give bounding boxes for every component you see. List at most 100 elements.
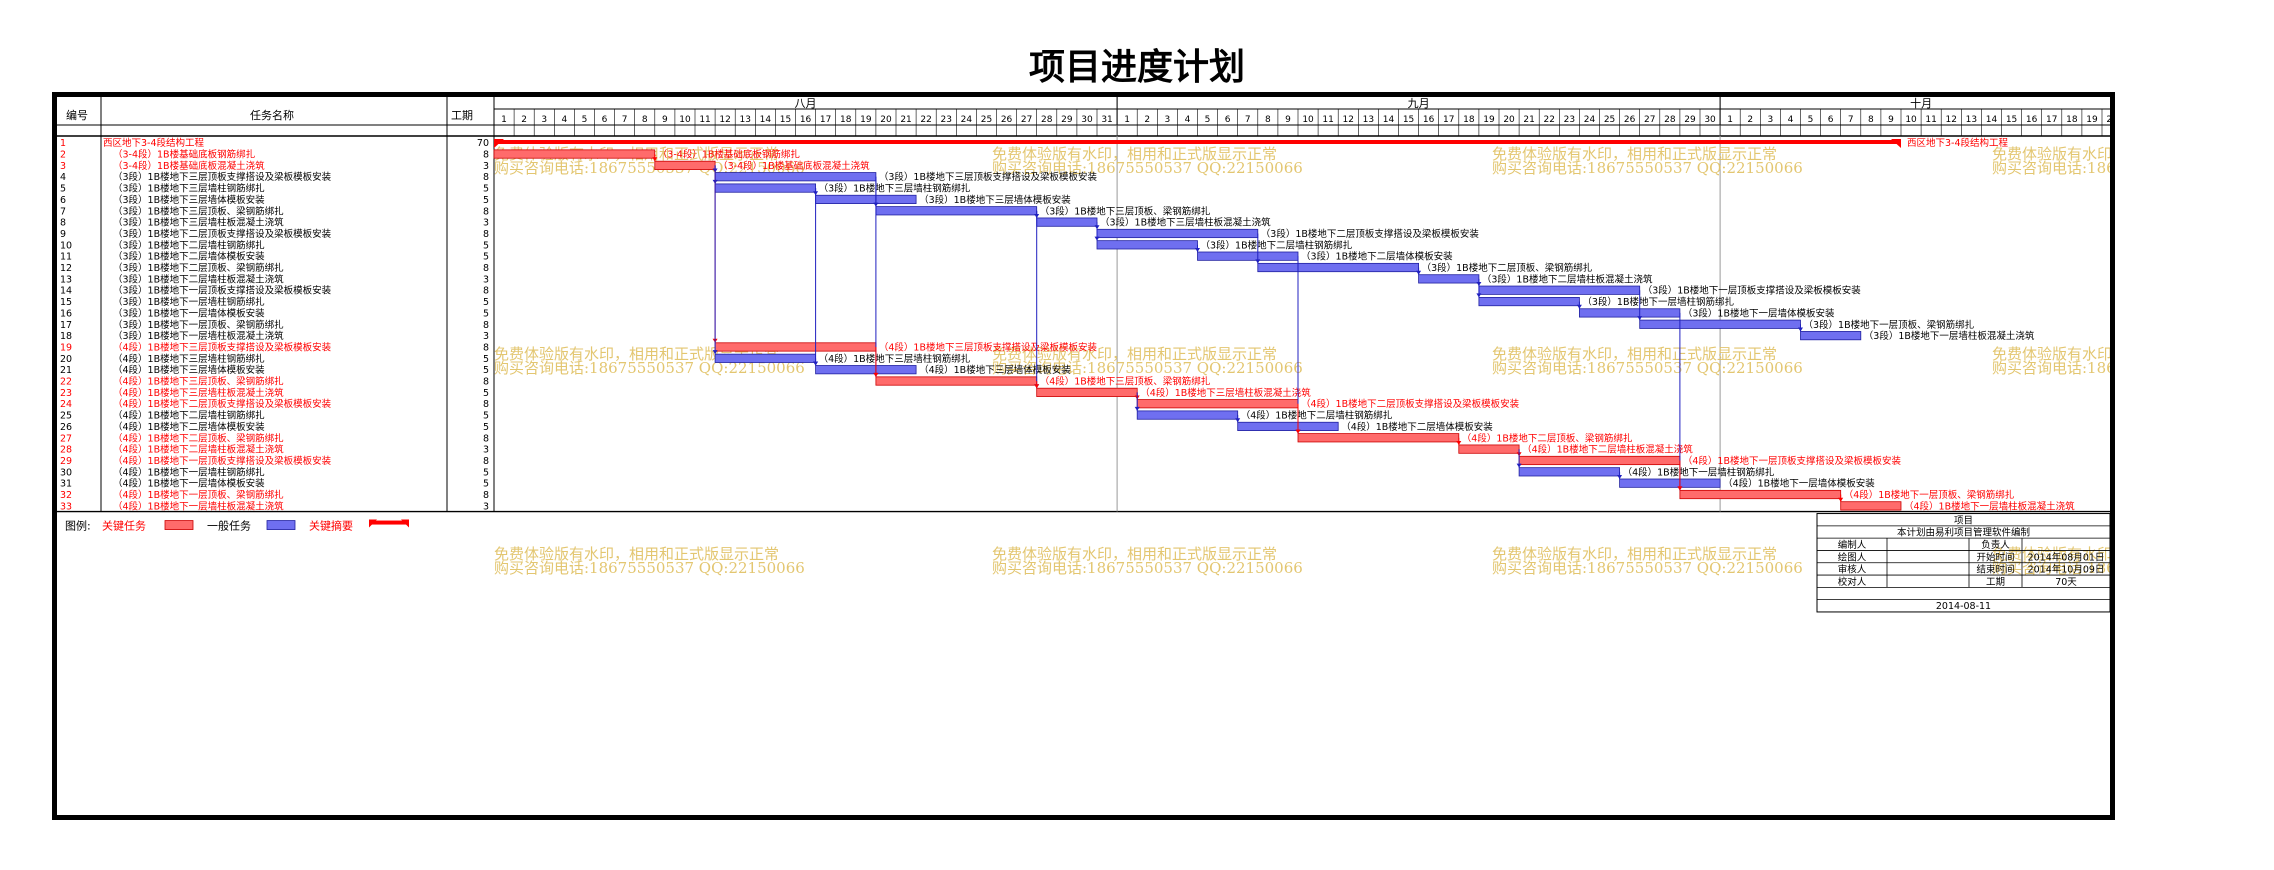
watermark-line: 购买咨询电话:18675550537 QQ:22150066 [992,159,1303,177]
watermark-line: 免费体验版有水印，相用和正式版显示正常 [1992,545,2110,563]
day-label: 13 [1363,115,1374,125]
task-name: （3段）1B楼地下三层墙体模板安装 [113,194,265,206]
watermark-line: 购买咨询电话:18675550537 QQ:22150066 [992,559,1303,577]
dependency-arrow [1295,429,1301,434]
day-label: 16 [800,115,812,125]
task-number: 32 [60,490,72,501]
critical-task-bar[interactable] [875,376,1038,386]
critical-task-bar[interactable] [1458,444,1520,454]
task-duration: 5 [483,467,489,478]
summary-bar[interactable] [494,140,1901,144]
normal-task-bar[interactable] [1478,285,1641,295]
task-number: 18 [60,331,72,342]
summary-end-marker [1891,139,1901,148]
critical-task-bar[interactable] [1036,387,1138,397]
normal-task-bar[interactable] [714,183,816,193]
normal-task-bar[interactable] [1418,274,1480,284]
normal-task-bar[interactable] [1096,228,1259,239]
task-duration: 8 [483,320,489,331]
task-name: （4段）1B楼地下一层顶板支撑搭设及梁板模板安装 [113,455,332,467]
critical-task-bar[interactable] [1518,455,1681,466]
day-label: 17 [2046,115,2057,125]
day-label: 4 [561,115,567,125]
normal-task-bar[interactable] [815,194,917,205]
day-label: 12 [1343,115,1354,125]
day-label: 25 [981,115,992,125]
day-label: 6 [1828,115,1834,125]
normal-task-bar[interactable] [1036,217,1098,227]
normal-task-bar[interactable] [714,353,816,363]
critical-task-bar[interactable] [714,342,877,352]
normal-task-bar[interactable] [1136,410,1239,420]
task-duration: 8 [483,150,489,161]
task-bar-label: （3段）1B楼地下二层墙柱钢筋绑扎 [1201,239,1353,251]
normal-task-bar[interactable] [1800,331,1862,341]
task-name: （3段）1B楼地下二层顶板、梁钢筋绑扎 [113,262,284,274]
task-bar-label: （3段）1B楼地下三层墙体模板安装 [919,194,1071,206]
critical-task-bar[interactable] [1297,433,1460,443]
normal-task-bar[interactable] [1478,296,1580,307]
task-duration: 5 [483,184,489,195]
normal-task-bar[interactable] [1579,308,1681,318]
watermark-line: 购买咨询电话:18675550537 QQ:22150066 [1992,359,2110,377]
day-label: 22 [1544,115,1555,125]
normal-task-bar[interactable] [875,206,1038,216]
normal-task-bar[interactable] [815,365,917,375]
task-name: （3-4段）1B楼基础底板钢筋绑扎 [113,149,256,161]
normal-task-bar[interactable] [1257,262,1420,273]
dependency-arrow [1637,316,1643,321]
normal-task-bar[interactable] [1197,251,1299,261]
task-bar-label: （4段）1B楼地下二层墙体模板安装 [1341,421,1493,433]
critical-task-bar[interactable] [493,149,656,159]
normal-task-bar[interactable] [1237,421,1339,432]
watermark-line: 免费体验版有水印，相用和正式版显示正常 [494,345,779,363]
normal-task-bar[interactable] [1096,240,1198,250]
critical-task-bar[interactable] [1679,489,1842,500]
task-duration: 8 [483,263,489,274]
normal-task-bar[interactable] [1518,467,1620,477]
day-label: 15 [1403,115,1414,125]
day-label: 29 [1061,115,1073,125]
dependency-arrow [873,372,879,377]
day-label: 7 [622,115,628,125]
watermark-line: 购买咨询电话:18675550537 QQ:22150066 [992,359,1303,377]
dependency-arrow [1516,463,1522,468]
critical-task-bar[interactable] [654,160,716,170]
day-label: 31 [1101,115,1112,125]
day-label: 26 [1624,115,1636,125]
task-bar-label: 西区地下3-4段结构工程 [1907,137,2009,149]
task-bar-label: （3段）1B楼地下二层墙体模板安装 [1301,251,1453,263]
task-number: 7 [60,206,66,217]
page-title: 项目进度计划 [1028,46,1245,88]
legend-normal-label: 一般任务 [207,520,251,533]
day-label: 14 [760,115,772,125]
day-label: 12 [719,115,730,125]
info-made-by: 本计划由易利项目管理软件编制 [1897,527,2030,539]
task-bar-label: （3段）1B楼地下二层顶板、梁钢筋绑扎 [1422,262,1593,274]
day-label: 10 [1302,115,1314,125]
task-number: 14 [60,286,72,297]
task-bar-label: （4段）1B楼地下一层墙柱钢筋绑扎 [1623,466,1775,478]
task-number: 19 [60,342,72,353]
task-duration: 8 [483,399,489,410]
critical-task-bar[interactable] [1840,501,1902,511]
task-duration: 8 [483,490,489,501]
task-number: 6 [60,195,66,206]
critical-task-bar[interactable] [1136,399,1299,409]
day-label: 10 [1905,115,1917,125]
task-number: 28 [60,445,72,456]
task-bar-label: （4段）1B楼地下三层墙柱钢筋绑扎 [819,353,971,365]
normal-task-bar[interactable] [1639,319,1801,329]
dependency-arrow [813,361,819,366]
task-number: 17 [60,320,72,331]
dependency-arrow [1677,486,1683,491]
task-duration: 5 [483,195,489,206]
normal-task-bar[interactable] [714,172,877,182]
task-duration: 5 [483,354,489,365]
normal-task-bar[interactable] [1619,478,1721,488]
task-name: （4段）1B楼地下三层墙体模板安装 [113,364,265,376]
day-label: 7 [1245,115,1251,125]
day-label: 22 [920,115,931,125]
day-label: 4 [1788,115,1794,125]
